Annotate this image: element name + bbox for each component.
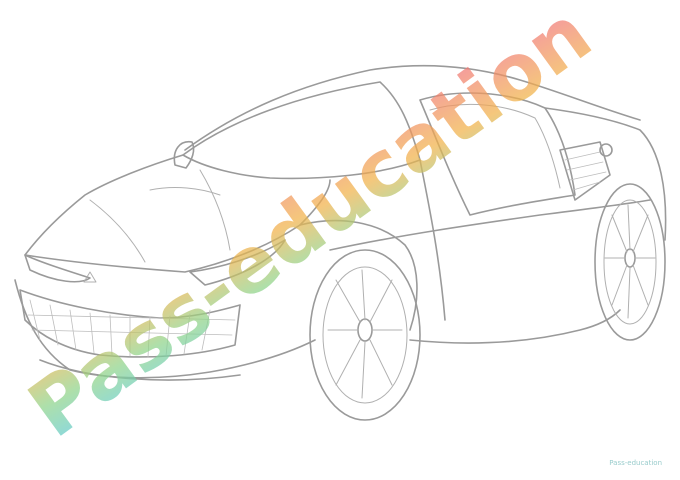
side-window-inner: [429, 103, 561, 189]
side-intake-hatch: [564, 151, 607, 191]
hood-crease-left: [89, 199, 146, 263]
rear-quarter: [544, 107, 667, 241]
fuel-cap: [599, 143, 613, 157]
stamp-brand: Pass-education: [609, 459, 662, 468]
front-tire: [309, 249, 421, 421]
front-rim: [322, 266, 408, 404]
rear-tire: [594, 183, 666, 341]
headlight-left: [24, 254, 91, 283]
rear-spokes: [604, 204, 656, 319]
windshield-outline: [182, 81, 421, 180]
hood-vent: [149, 187, 221, 196]
car-roof-line: [184, 64, 641, 151]
rocker-panel: [409, 309, 621, 344]
front-emblem: [83, 271, 97, 283]
front-spokes: [327, 269, 403, 399]
front-bumper: [14, 279, 316, 379]
grille-outline: [19, 289, 241, 358]
hood-crease-right: [199, 169, 231, 251]
hood-outline: [24, 154, 331, 273]
rear-rim: [603, 199, 657, 325]
side-window-outline: [419, 92, 576, 216]
side-mirror: [173, 140, 195, 169]
grille-mesh: [27, 299, 236, 358]
body-side-line: [329, 199, 651, 251]
brand-stamp: Pass-education: [609, 459, 662, 468]
front-splitter: [39, 359, 241, 381]
door-line: [419, 159, 446, 321]
side-intake: [559, 141, 611, 201]
headlight-right: [189, 239, 286, 286]
